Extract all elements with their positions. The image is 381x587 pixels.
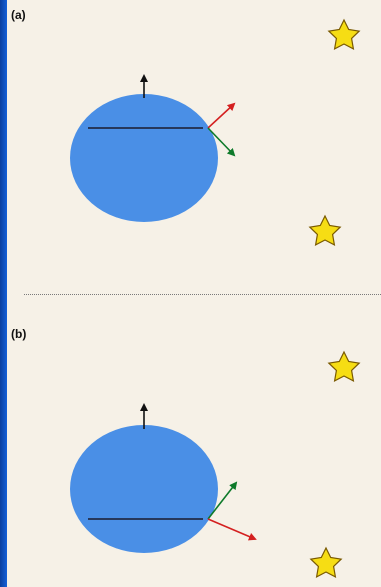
panel-a-label: (a) bbox=[11, 8, 26, 22]
red-arrow-icon bbox=[207, 102, 236, 129]
panel-a-diagram bbox=[70, 18, 361, 246]
star-icon bbox=[327, 18, 361, 50]
star-icon bbox=[308, 214, 342, 246]
panel-divider bbox=[24, 294, 381, 295]
planet-a bbox=[70, 94, 218, 222]
green-arrow-icon bbox=[207, 127, 236, 157]
planet-b bbox=[70, 425, 218, 553]
star-icon bbox=[309, 546, 343, 578]
blue-frame-edge bbox=[0, 0, 7, 587]
star-icon bbox=[327, 350, 361, 382]
panel-b-diagram bbox=[70, 350, 361, 578]
panel-b-label: (b) bbox=[11, 327, 27, 341]
green-arrow-icon bbox=[207, 481, 238, 520]
red-arrow-icon bbox=[207, 518, 257, 541]
